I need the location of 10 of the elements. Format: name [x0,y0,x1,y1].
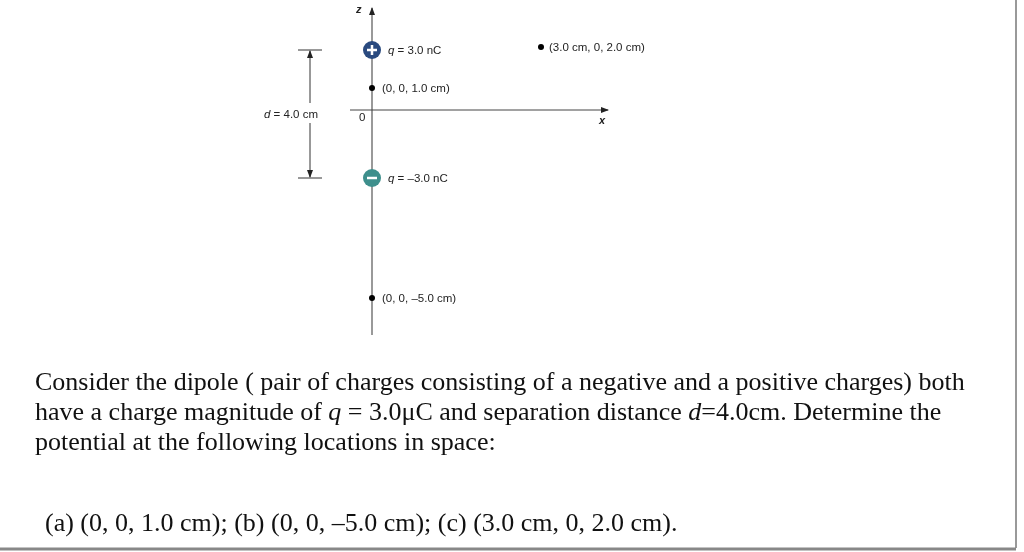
coordinate-label: (0, 0, 1.0 cm) [382,83,450,95]
coordinate-label: (0, 0, –5.0 cm) [382,293,457,305]
question-text: (a) (0, 0, 1.0 cm); (b) (0, 0, –5.0 cm); (c) (3.0 cm, 0, 2.0 cm). [45,508,678,538]
charge-label: q = –3.0 nC [388,173,448,185]
axis-label: x [599,115,606,126]
coordinate-label: (3.0 cm, 0, 2.0 cm) [549,42,645,54]
axis-label: z [356,4,362,15]
problem-text: Consider the dipole ( pair of charges consisting of a negative and a positive charges) both have a charge magnitude of q = 3.0μC and separation distance d=4.0cm. Determine the potential at the following locations in space: [35,367,966,457]
charge-label: q = 3.0 nC [388,45,442,57]
origin-label: 0 [359,112,366,124]
